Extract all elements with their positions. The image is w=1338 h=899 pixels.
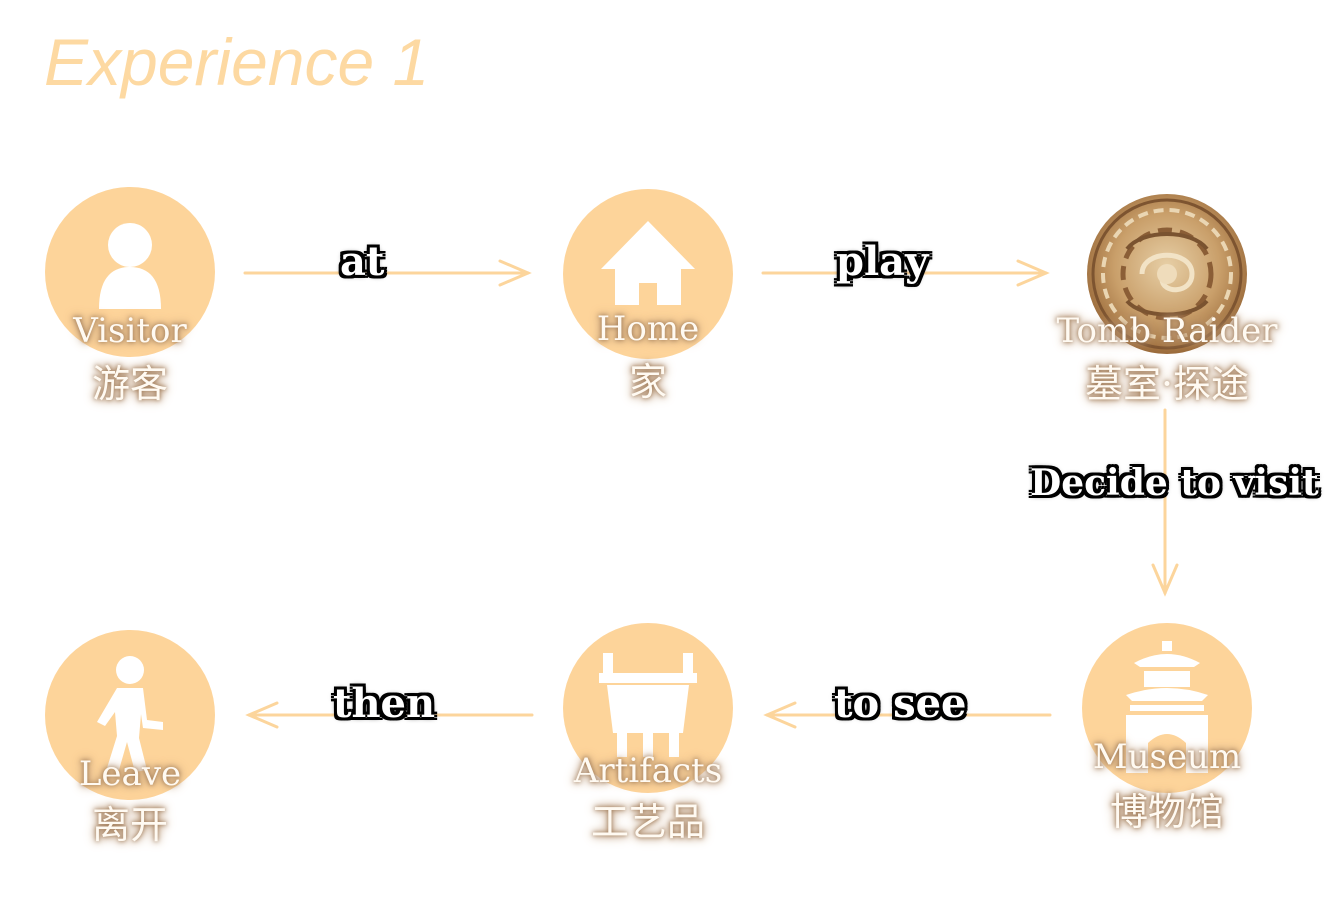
edge-label-to-see: to see: [834, 680, 967, 727]
jade-disc-icon: [1087, 194, 1247, 354]
edge-label-at: at: [340, 238, 385, 285]
node-label-zh: 家: [628, 360, 667, 404]
person-icon: [99, 223, 161, 309]
node-label-en: Visitor: [73, 311, 187, 351]
node-label-zh: 工艺品: [590, 800, 705, 844]
node-tomb-raider: Tomb Raider 墓室·探途: [1057, 189, 1277, 406]
page-title: Experience 1: [44, 25, 430, 99]
node-label-zh: 博物馆: [1109, 790, 1224, 834]
node-label-en: Museum: [1092, 737, 1242, 777]
node-label-en: Leave: [78, 754, 182, 794]
node-label-en: Home: [596, 309, 700, 349]
arrowhead-museum-artifacts: [763, 701, 797, 729]
edge-label-decide-to-visit: Decide to visit: [1030, 462, 1319, 504]
edge-label-then: then: [333, 680, 436, 727]
node-visitor: Visitor 游客: [45, 187, 215, 406]
house-icon: [601, 221, 695, 305]
node-label-zh: 游客: [91, 362, 168, 406]
walking-person-icon: [97, 656, 163, 772]
node-home: Home 家: [563, 189, 733, 404]
pavilion-icon: [1126, 641, 1208, 773]
arrowhead-visitor-home: [498, 259, 532, 287]
node-label-en: Tomb Raider: [1056, 311, 1278, 351]
node-label-zh: 墓室·探途: [1084, 362, 1250, 406]
arrowhead-home-tomb: [1016, 259, 1050, 287]
bronze-ding-icon: [599, 653, 697, 757]
edge-label-play: play: [836, 238, 929, 285]
arrowhead-artifacts-leave: [245, 701, 279, 729]
node-label-zh: 离开: [91, 803, 168, 847]
node-leave: Leave 离开: [45, 630, 215, 847]
node-label-en: Artifacts: [573, 751, 723, 791]
node-artifacts: Artifacts 工艺品: [563, 623, 733, 844]
node-museum: Museum 博物馆: [1082, 623, 1252, 834]
arrowhead-tomb-museum: [1151, 563, 1179, 597]
